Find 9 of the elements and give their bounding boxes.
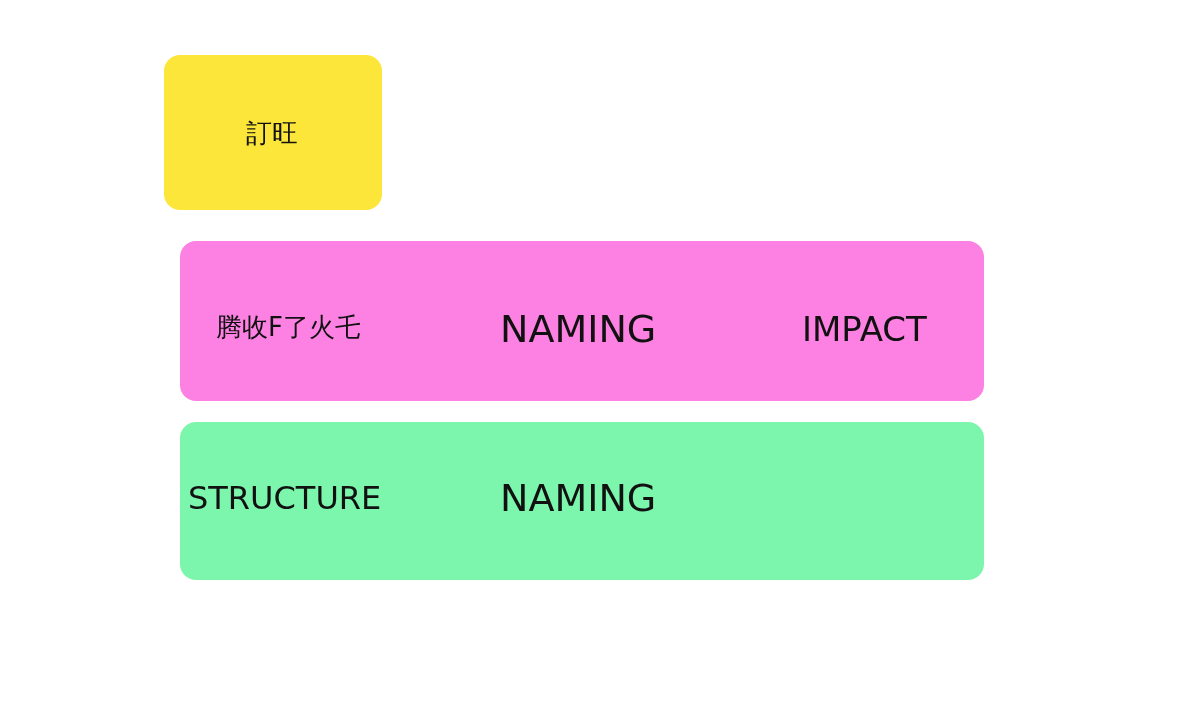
- band-label: 訂旺: [246, 116, 298, 150]
- band-label: NAMING: [500, 307, 657, 351]
- band-label: STRUCTURE: [188, 479, 382, 517]
- band-label: IMPACT: [802, 309, 927, 349]
- band: [180, 241, 984, 401]
- band-label: 腾收F了火乇: [216, 310, 361, 344]
- note-box: [164, 55, 382, 210]
- band-label: NAMING: [500, 476, 657, 520]
- band: [180, 422, 984, 580]
